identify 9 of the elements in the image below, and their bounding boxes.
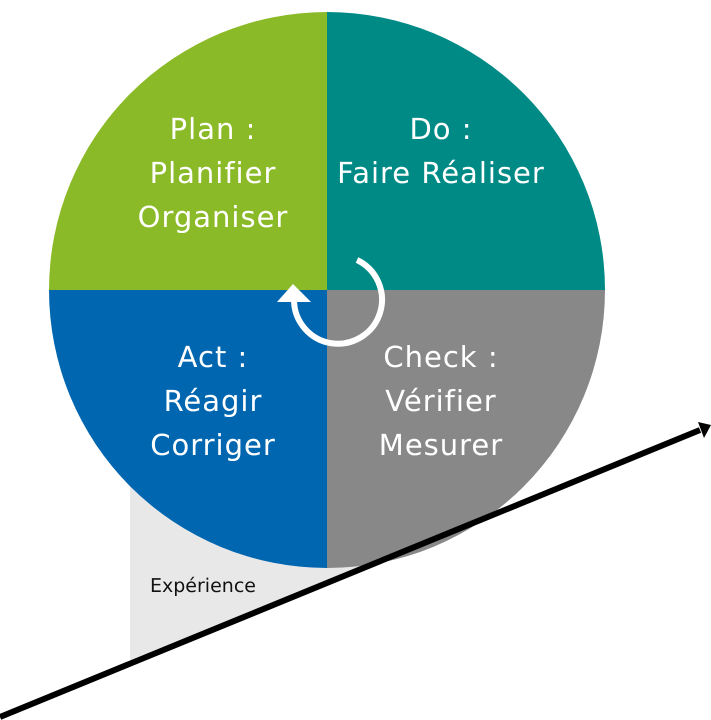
quadrant-text: Vérifier Mesurer <box>378 383 504 464</box>
area-label: Expérience <box>150 575 256 597</box>
quadrant-text: Réagir Corriger <box>149 383 277 464</box>
quadrant-title: Check : <box>382 339 500 376</box>
quadrant-text: Faire Réaliser <box>336 155 546 192</box>
quadrant-title: Act : <box>176 339 250 376</box>
quadrant-title: Plan : <box>168 111 258 148</box>
quadrant-text: Planifier Organiser <box>136 155 290 236</box>
quadrant-title: Do : <box>408 111 474 148</box>
